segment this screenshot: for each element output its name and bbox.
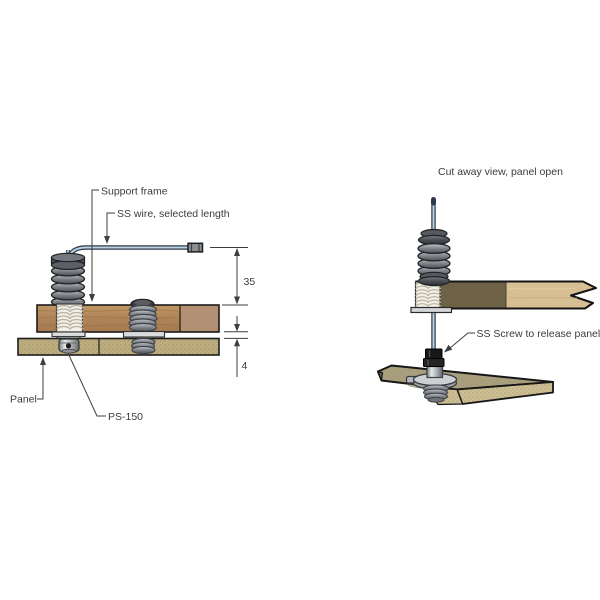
screw-washer (122, 330, 166, 338)
ss-release-screw (423, 348, 445, 367)
ps150-threaded-insert (51, 303, 86, 340)
arrow-up-icon (40, 357, 46, 365)
ps150-callout: PS-150 (67, 352, 143, 423)
insert-flange-plate (410, 306, 453, 314)
threaded-insert-3d (410, 281, 453, 314)
ss-wire-callout: SS wire, selected length (104, 208, 230, 244)
arrow-up-icon (234, 338, 240, 347)
arrow-down-icon (234, 296, 240, 305)
spring-top-cap (50, 252, 86, 271)
frame-screw-lower-threads (130, 337, 156, 355)
insert-panel-socket (58, 338, 80, 354)
section-view-diagram: 35 4 Support frame SS wire, selected len… (10, 186, 255, 424)
frame-screw (122, 298, 166, 338)
arrow-up-icon (234, 248, 240, 256)
open-panel-3d (377, 364, 554, 406)
ss-wire (65, 245, 189, 305)
arrow-down-icon (89, 294, 95, 302)
wire-ferrule (187, 242, 204, 253)
dimension-35-value: 35 (244, 276, 256, 288)
support-frame-label: Support frame (101, 186, 168, 198)
cutaway-view-diagram: Cut away view, panel open (377, 166, 600, 406)
ss-wire-label: SS wire, selected length (117, 208, 230, 220)
panel-label: Panel (10, 394, 37, 406)
support-frame-board-3d (415, 280, 597, 310)
panel-fastener-3d (405, 365, 458, 403)
dimension-4-value: 4 (242, 360, 248, 372)
panel-callout: Panel (10, 357, 46, 406)
arrow-down-left-icon (444, 344, 453, 353)
panel-board (17, 337, 220, 356)
compression-spring-3d (417, 228, 451, 287)
fastener-threads (422, 384, 450, 403)
dimension-35 (210, 247, 248, 306)
support-frame-callout: Support frame (89, 186, 168, 302)
cutaway-caption: Cut away view, panel open (438, 166, 563, 178)
arrow-down-icon (104, 236, 110, 244)
ss-screw-callout: SS Screw to release panel (444, 328, 600, 353)
socket-set-screw-dot (65, 343, 72, 349)
ss-screw-label: SS Screw to release panel (477, 328, 600, 340)
arrow-down-icon (234, 324, 240, 332)
dimension-4 (224, 316, 248, 377)
compression-spring (50, 252, 86, 308)
ps150-label: PS-150 (108, 411, 143, 423)
